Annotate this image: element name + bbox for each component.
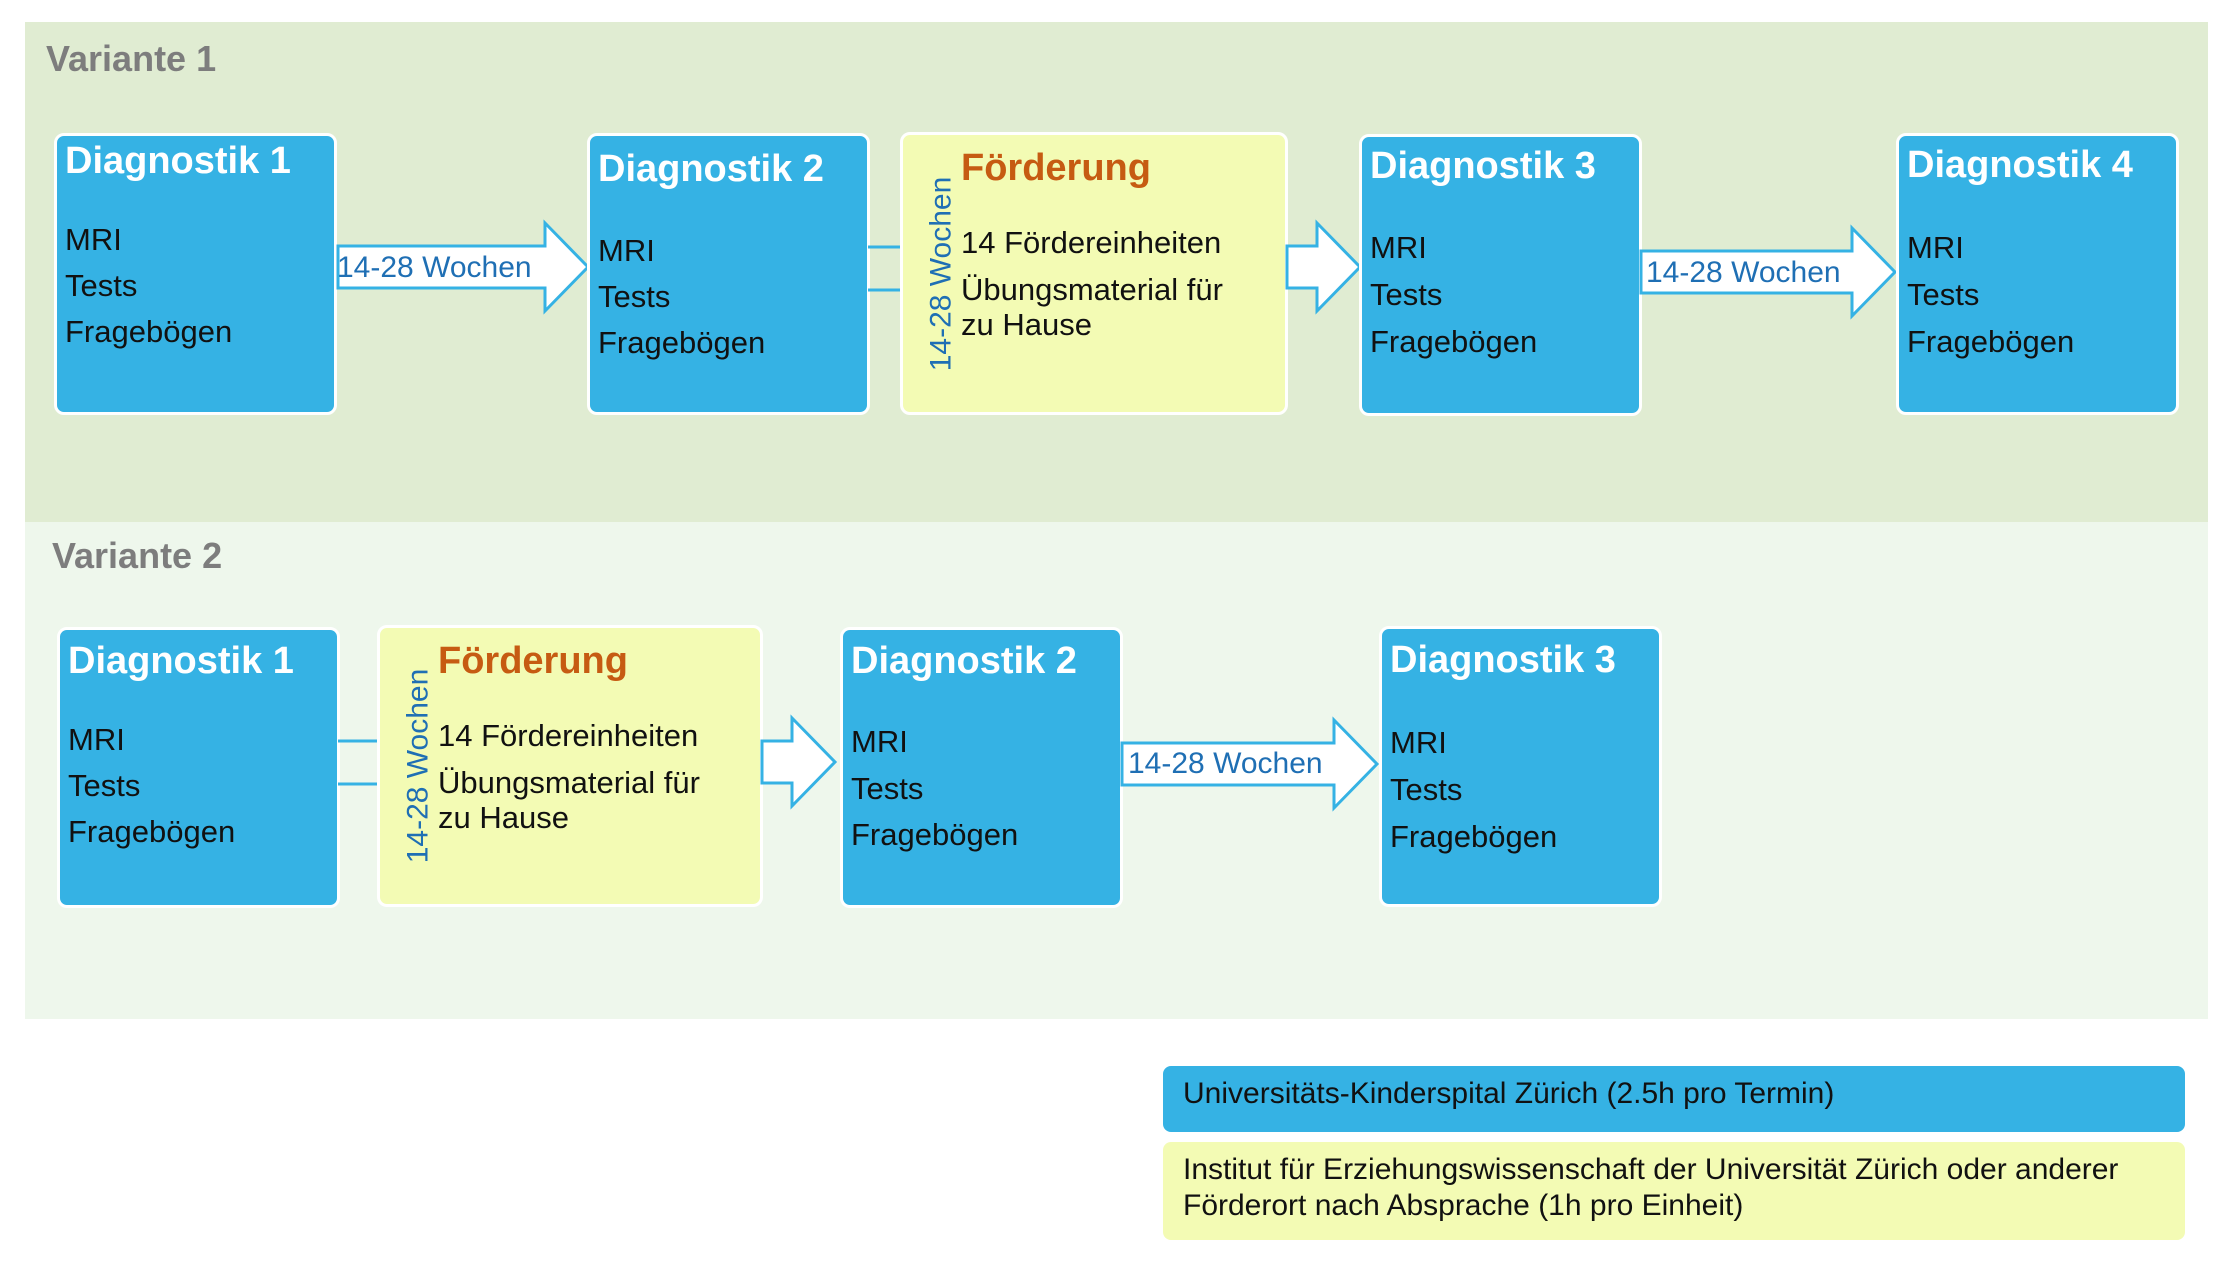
- v1-diagnostik-4-item-mri: MRI: [1907, 230, 1964, 265]
- v2-diagnostik-1-box: Diagnostik 1 MRI Tests Fragebögen: [57, 627, 340, 908]
- variant-1-title: Variante 1: [46, 38, 217, 79]
- v2-arrow-foerderung: [760, 714, 838, 810]
- v2-diagnostik-2-item-tests: Tests: [851, 771, 924, 806]
- v1-diagnostik-2-box: Diagnostik 2 MRI Tests Fragebögen: [587, 133, 870, 415]
- v2-diagnostik-3-item-mri: MRI: [1390, 725, 1447, 760]
- v1-foerderung-item-material: Übungsmaterial für zu Hause: [961, 272, 1223, 342]
- legend-institut: Institut für Erziehungswissenschaft der …: [1163, 1142, 2185, 1240]
- v1-diagnostik-1-item-frageboegen: Fragebögen: [65, 314, 233, 349]
- v1-diagnostik-4-box: Diagnostik 4 MRI Tests Fragebögen: [1896, 133, 2179, 415]
- v2-diagnostik-2-title: Diagnostik 2: [851, 640, 1077, 682]
- v1-diagnostik-1-box: Diagnostik 1 MRI Tests Fragebögen: [54, 133, 337, 415]
- v2-connector-lines: [338, 739, 380, 786]
- v1-foerderung-box: 14-28 Wochen Förderung 14 Fördereinheite…: [900, 132, 1288, 415]
- v2-foerderung-item-material: Übungsmaterial für zu Hause: [438, 765, 700, 835]
- v1-diagnostik-1-item-mri: MRI: [65, 222, 122, 257]
- v1-diagnostik-1-title: Diagnostik 1: [65, 140, 291, 182]
- v2-diagnostik-3-box: Diagnostik 3 MRI Tests Fragebögen: [1379, 626, 1662, 907]
- v2-foerderung-title: Förderung: [438, 640, 628, 682]
- v2-diagnostik-1-item-mri: MRI: [68, 722, 125, 757]
- v1-arrow-1: [336, 219, 591, 315]
- v1-foerderung-duration: 14-28 Wochen: [924, 176, 958, 371]
- v1-diagnostik-2-title: Diagnostik 2: [598, 148, 824, 190]
- v1-diagnostik-4-title: Diagnostik 4: [1907, 144, 2133, 186]
- v2-diagnostik-2-item-mri: MRI: [851, 724, 908, 759]
- v1-diagnostik-2-item-frageboegen: Fragebögen: [598, 325, 766, 360]
- v2-diagnostik-2-item-frageboegen: Fragebögen: [851, 817, 1019, 852]
- v1-diagnostik-4-item-frageboegen: Fragebögen: [1907, 324, 2075, 359]
- v1-diagnostik-3-item-tests: Tests: [1370, 277, 1443, 312]
- v2-foerderung-box: 14-28 Wochen Förderung 14 Fördereinheite…: [377, 625, 763, 907]
- variant-2-title: Variante 2: [52, 535, 223, 576]
- v1-diagnostik-1-item-tests: Tests: [65, 268, 138, 303]
- v2-diagnostik-2-box: Diagnostik 2 MRI Tests Fragebögen: [840, 627, 1123, 908]
- legend-kinderspital: Universitäts-Kinderspital Zürich (2.5h p…: [1163, 1066, 2185, 1132]
- v1-foerderung-item-einheiten: 14 Fördereinheiten: [961, 225, 1222, 260]
- v1-diagnostik-2-item-mri: MRI: [598, 233, 655, 268]
- v1-diagnostik-2-item-tests: Tests: [598, 279, 671, 314]
- v1-connector-lines: [868, 245, 902, 292]
- v1-diagnostik-3-box: Diagnostik 3 MRI Tests Fragebögen: [1359, 134, 1642, 416]
- v1-diagnostik-3-title: Diagnostik 3: [1370, 145, 1596, 187]
- v2-foerderung-duration: 14-28 Wochen: [401, 668, 435, 864]
- v1-diagnostik-4-item-tests: Tests: [1907, 277, 1980, 312]
- v2-diagnostik-1-item-tests: Tests: [68, 768, 141, 803]
- v1-diagnostik-3-item-frageboegen: Fragebögen: [1370, 324, 1538, 359]
- v1-arrow-2-label: 14-28 Wochen: [1646, 256, 1841, 289]
- v1-arrow-1-label: 14-28 Wochen: [337, 251, 532, 284]
- v1-arrow-foerderung: [1285, 219, 1363, 315]
- v1-arrow-2: [1639, 224, 1898, 320]
- v2-foerderung-item-einheiten: 14 Fördereinheiten: [438, 718, 699, 753]
- v2-diagnostik-3-item-frageboegen: Fragebögen: [1390, 819, 1558, 854]
- v1-diagnostik-3-item-mri: MRI: [1370, 230, 1427, 265]
- v2-diagnostik-1-title: Diagnostik 1: [68, 640, 294, 682]
- v2-arrow-1: [1120, 716, 1380, 812]
- v2-diagnostik-3-title: Diagnostik 3: [1390, 639, 1616, 681]
- v2-diagnostik-1-item-frageboegen: Fragebögen: [68, 814, 236, 849]
- v1-foerderung-title: Förderung: [961, 147, 1151, 189]
- v2-diagnostik-3-item-tests: Tests: [1390, 772, 1463, 807]
- v2-arrow-1-label: 14-28 Wochen: [1128, 747, 1323, 780]
